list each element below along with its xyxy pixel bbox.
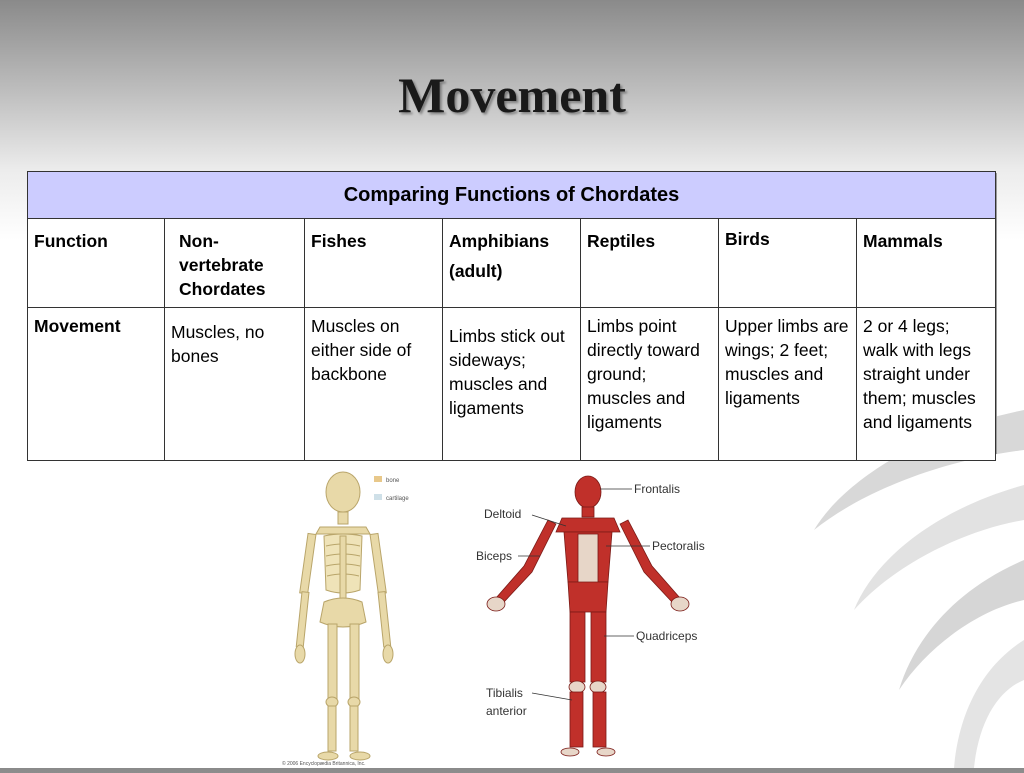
label-anterior: anterior: [486, 704, 527, 718]
slide-title: Movement: [398, 67, 626, 123]
comparison-table-container: Comparing Functions of Chordates Functio…: [26, 171, 997, 461]
cell-birds: Upper limbs are wings; 2 feet; muscles a…: [718, 307, 857, 461]
legend-cartilage: cartilage: [386, 496, 409, 502]
cell-nonvertebrate-text: Muscles, no bones: [171, 322, 265, 366]
cell-mammals: 2 or 4 legs; walk with legs straight und…: [855, 307, 997, 461]
muscle-callouts: [518, 488, 650, 701]
label-tibialis: Tibialis: [486, 686, 523, 700]
row-label-movement: Movement: [27, 307, 165, 461]
header-birds: Birds: [718, 218, 857, 308]
table-header-row: Function Non-vertebrate Chordates Fishes…: [27, 218, 997, 308]
skeleton-illustration: [294, 471, 394, 761]
label-frontalis: Frontalis: [634, 482, 680, 496]
bone-swatch: [374, 476, 382, 482]
cell-reptiles: Limbs point directly toward ground; musc…: [580, 307, 719, 461]
muscle-illustration: [486, 475, 690, 757]
label-biceps: Biceps: [476, 549, 512, 563]
skeleton-legend: bone cartilage: [374, 476, 409, 502]
cell-nonvertebrate: Muscles, no bones: [164, 307, 305, 461]
comparison-table: Comparing Functions of Chordates Functio…: [26, 171, 997, 461]
label-pectoralis: Pectoralis: [652, 539, 705, 553]
header-function: Function: [27, 218, 165, 308]
header-mammals: Mammals: [855, 218, 997, 308]
header-amphibians: Amphibians (adult): [442, 218, 581, 308]
cell-amphibians: Limbs stick out sideways; muscles and li…: [442, 307, 581, 461]
anatomy-image-panel: bone cartilage © 2006 Encyclopædia Brita…: [270, 462, 760, 768]
cartilage-swatch: [374, 494, 382, 500]
header-amphibians-note: (adult): [449, 261, 503, 281]
table-row: Movement Muscles, no bones Muscles on ei…: [27, 307, 997, 461]
image-credit: © 2006 Encyclopædia Britannica, Inc.: [282, 760, 365, 767]
header-nonvertebrate: Non-vertebrate Chordates: [164, 218, 305, 308]
header-amphibians-label: Amphibians: [449, 231, 550, 251]
header-fishes: Fishes: [304, 218, 443, 308]
label-deltoid: Deltoid: [484, 507, 521, 521]
header-reptiles: Reptiles: [580, 218, 719, 308]
label-quadriceps: Quadriceps: [636, 629, 697, 643]
anatomy-illustrations: bone cartilage © 2006 Encyclopædia Brita…: [282, 471, 705, 767]
legend-bone: bone: [386, 478, 400, 484]
table-caption: Comparing Functions of Chordates: [26, 171, 997, 219]
cell-fishes: Muscles on either side of backbone: [304, 307, 443, 461]
